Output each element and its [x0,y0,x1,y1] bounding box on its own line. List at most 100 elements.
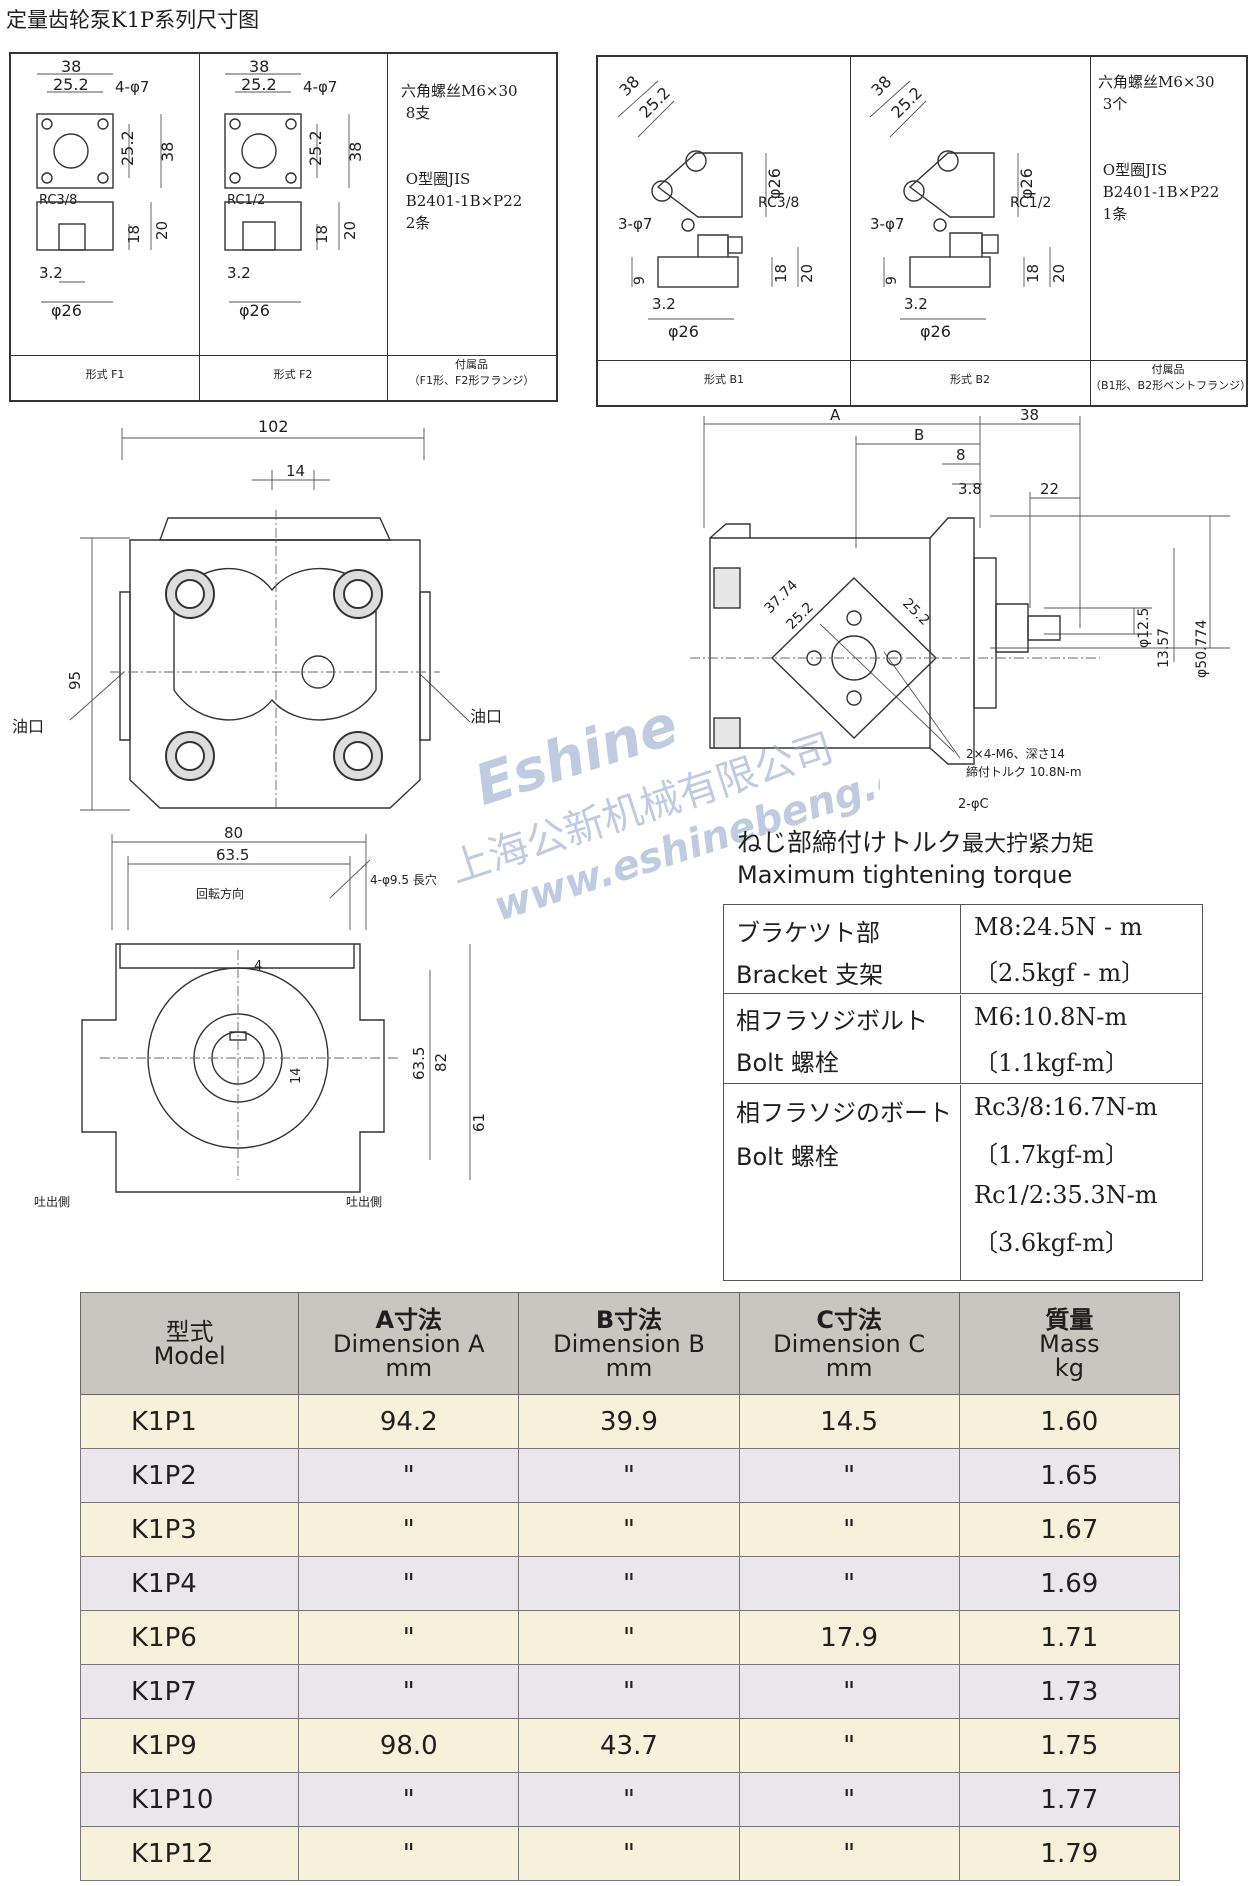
dim-d26b: φ26 [920,322,951,341]
dim-14: 14 [286,462,305,480]
torque-value: M8:24.5N - m [974,913,1143,941]
torque-value-kgf: 〔1.1kgf-m〕 [974,1049,1129,1077]
dim-38: 38 [249,57,269,76]
flange-f-acc-row: 付属品 （F1形、F2形フランジ） [387,355,556,400]
dim-61: 61 [470,1113,488,1132]
dim-hole: 4-φ7 [115,78,149,96]
table-row: K1P12"""1.79 [79,1826,1181,1881]
flange-b-accessory-cell: 六角螺丝M6×30 3个 O型圈JIS B2401-1B×P22 1条 付属品 … [1090,57,1251,405]
dim-A: A [830,408,841,424]
table-row: K1P7"""1.73 [79,1664,1181,1719]
dim-22: 22 [1040,480,1059,498]
f1-caption-row: 形式 F1 [11,355,199,400]
dim-102: 102 [258,417,289,436]
dim-3-2: 3.2 [227,264,251,282]
dim-h18: 18 [1024,264,1042,283]
torque-row-jp: ブラケツト部 [736,919,880,947]
dim-3-2: 3.2 [904,295,928,313]
b2-caption-row: 形式 B2 [850,360,1090,405]
dim-82: 82 [432,1053,450,1072]
dim-hole: 3-φ7 [870,215,904,233]
dim-38: 38 [867,72,895,100]
key-dim: 4 [254,959,262,974]
f1-caption: 形式 F1 [85,368,125,381]
dim-h9: 9 [884,276,900,285]
b1-caption: 形式 B1 [703,373,745,386]
dim-d26b: φ26 [668,322,699,341]
torque-value: Rc1/2:35.3N-m [974,1181,1158,1209]
dim-h25: 25.2 [118,130,137,166]
torque-value: M6:10.8N-m [974,1003,1128,1031]
torque-title-cn: 最大拧紧力矩 [962,832,1095,857]
torque-value: Rc3/8:16.7N-m [974,1093,1158,1121]
table-row: K1P2"""1.65 [79,1448,1181,1503]
bolt-note: 2×4-M6、深さ14 [966,747,1065,761]
torque-row-jp: 相フラソジボルト [736,1007,928,1035]
flange-b-acc-label: 付属品 [1151,363,1185,376]
dim-h38: 38 [158,142,177,162]
front-bolts [165,569,383,781]
dim-14: 14 [289,1067,304,1084]
dim-h20: 20 [341,221,359,240]
table-row: K1P10"""1.77 [79,1772,1181,1827]
torque-note: 締付トルク 10.8N-m [966,764,1082,779]
dim-d26: φ26 [765,168,784,199]
dim-25: 25.2 [635,83,674,122]
flange-b-panel: 38 25.2 φ26 3-φ7 RC3/8 9 3.2 18 20 φ26 形… [596,55,1251,407]
rear-view-drawing: 80 63.5 4-φ9.5 長穴 回転方向 4 14 63.5 82 61 吐… [34,824,488,1209]
dim-h38: 38 [346,142,365,162]
flange-f2-drawing: 38 25.2 4-φ7 25.2 38 RC1/2 18 20 3.2 φ26 [224,57,365,320]
dim-25: 25.2 [241,75,277,94]
flange-b2-cell: 38 25.2 φ26 3-φ7 RC1/2 9 3.2 18 20 φ26 形… [850,57,1091,405]
b1-caption-row: 形式 B1 [598,360,850,405]
flange-b-note: 六角螺丝M6×30 3个 O型圈JIS B2401-1B×P22 1条 [1098,73,1220,223]
torque-row: 相フラソジのボート Bolt 螺栓 Rc3/8:16.7N-m 〔1.7kgf-… [724,1085,1202,1280]
dim-c-note: 2-φC [958,797,989,812]
dim-h20: 20 [153,221,171,240]
dim-B: B [914,426,924,444]
page-title: 定量齿轮泵K1P系列尺寸图 [6,8,260,32]
flange-f-note: 六角螺丝M6×30 8支 O型圈JIS B2401-1B×P22 2条 [401,82,523,232]
dim-38: 38 [615,72,643,100]
torque-value-kgf: 〔1.7kgf-m〕 [974,1141,1129,1169]
dim-hole: 4-φ7 [303,78,337,96]
dim-3-2: 3.2 [39,264,63,282]
f2-caption: 形式 F2 [273,368,313,381]
dim-h63-5: 63.5 [410,1047,428,1080]
flange-f1-drawing: 38 25.2 4-φ7 25.2 38 RC3/8 18 20 3.2 φ26 [36,57,177,320]
flange-b2-drawing: 38 25.2 φ26 3-φ7 RC1/2 9 3.2 18 20 φ26 [867,72,1068,341]
torque-value-kgf: 〔2.5kgf - m〕 [974,959,1146,987]
torque-title: ねじ部締付けトルク最大拧紧力矩 Maximum tightening torqu… [737,828,1094,890]
dim-3-8: 3.8 [958,480,982,498]
flange-f-acc-label: 付属品 [455,358,488,371]
dim-95: 95 [66,671,84,690]
table-row: K1P4"""1.69 [79,1556,1181,1611]
dim-d26: φ26 [1017,168,1036,199]
outlet-left-label: 吐出側 [34,1195,70,1209]
flange-b-acc-row: 付属品 （B1形、B2形ベントフランジ） [1090,360,1251,405]
dim-d26: φ26 [239,301,270,320]
dim-80: 80 [224,824,243,842]
dim-25-b: 25.2 [899,596,932,629]
dim-h20: 20 [798,264,816,283]
torque-title-jp: ねじ部締付けトルク [737,828,963,857]
torque-row-en: Bolt 螺栓 [736,1049,839,1077]
dim-d50: φ50.774 [1194,620,1210,678]
torque-value-kgf: 〔3.6kgf-m〕 [974,1229,1129,1257]
dim-h9: 9 [632,276,648,285]
table-row: K1P3"""1.67 [79,1502,1181,1557]
front-view-drawing: 102 14 95 油口 油口 [12,417,500,811]
outlet-right-label: 吐出側 [346,1195,382,1209]
flange-f2-cell: 38 25.2 4-φ7 25.2 38 RC1/2 18 20 3.2 φ26… [199,54,388,400]
dim-h25: 25.2 [306,130,325,166]
dim-h18: 18 [125,225,143,244]
b2-caption: 形式 B2 [949,373,991,386]
flange-f-acc-sub: （F1形、F2形フランジ） [408,374,535,387]
flange-f1-cell: 38 25.2 4-φ7 25.2 38 RC3/8 18 20 3.2 φ26… [11,54,200,400]
